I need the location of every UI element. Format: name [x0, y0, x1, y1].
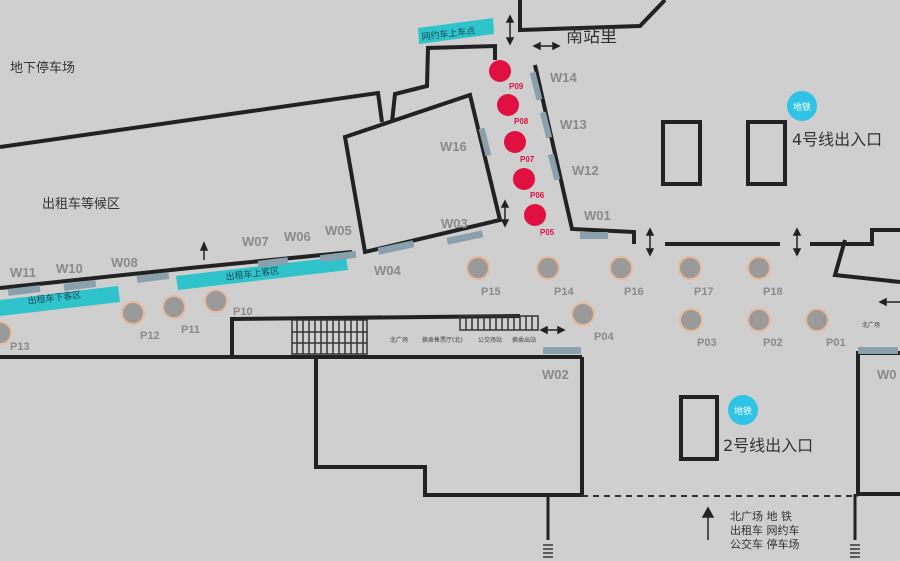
pillar-label: P02 [763, 337, 783, 349]
red-pillar-label: P08 [514, 117, 529, 126]
pillar-label: P18 [763, 286, 783, 298]
gate-label: W13 [560, 117, 587, 132]
pillar-label: P12 [140, 330, 160, 342]
red-pillar-label: P06 [530, 191, 545, 200]
ride-hailing-pickup-zone [418, 18, 494, 44]
sign-north-plaza-east: 北广场 [862, 321, 880, 329]
sign-transfer-ticket-hall: 换乘售票厅(北) [422, 336, 463, 344]
red-pillar-label: P07 [520, 155, 535, 164]
gate-label: W03 [441, 216, 468, 231]
pillar-label: P10 [233, 306, 253, 318]
subway-badge-line2 [728, 395, 758, 425]
gate-label: W02 [542, 367, 569, 382]
gate-label: W16 [440, 139, 467, 154]
taxi-dropoff-zone [0, 286, 120, 316]
walls [0, 0, 900, 497]
gate-label: W08 [111, 255, 138, 270]
sign-north-plaza: 北广场 [390, 336, 408, 344]
subway-badge-text-line2: 地铁 [734, 405, 752, 417]
pillar-label: P04 [594, 331, 614, 343]
flow-arrows [199, 14, 900, 540]
entry-lines [546, 494, 857, 540]
gate-label: W04 [374, 263, 402, 278]
gate-label: W11 [10, 265, 36, 280]
directory-row3: 公交车 停车场 [730, 537, 800, 551]
red-pillars [489, 60, 546, 226]
entry-stripes [543, 544, 860, 558]
sign-bus-station: 公交场站 [478, 336, 502, 344]
pillar-label: P01 [826, 337, 846, 349]
subway-badge-text-line4: 地铁 [793, 101, 811, 113]
gate-label: W01 [584, 208, 611, 223]
pillar-label: P17 [694, 286, 714, 298]
pillar-label: P13 [10, 341, 30, 353]
teal-zones [0, 18, 494, 316]
label-nanzhanli: 南站里 [566, 27, 617, 47]
red-pillar-label: P09 [509, 82, 524, 91]
red-pillar-label: P05 [540, 228, 555, 237]
label-taxi-waiting: 出租车等候区 [42, 196, 120, 212]
pillar-label: P11 [181, 324, 200, 336]
gate-label: W06 [284, 229, 311, 244]
gate-label: W14 [550, 70, 578, 85]
directory-row1: 北广场 地 铁 [730, 509, 792, 523]
subway-badge-line4 [787, 91, 817, 121]
turnstiles [291, 315, 539, 355]
grey-pillars [0, 256, 829, 345]
gate-label: W0 [877, 367, 897, 382]
pillar-label: P15 [481, 286, 501, 298]
gate-label: W10 [56, 261, 83, 276]
gates [7, 71, 898, 354]
label-underground-parking: 地下停车场 [10, 60, 75, 76]
gate-label: W12 [572, 163, 599, 178]
sign-transfer-exit: 换乘出站 [512, 336, 536, 344]
directory-row2: 出租车 网约车 [730, 523, 800, 537]
gate-label: W07 [242, 234, 269, 249]
pillar-label: P14 [554, 286, 574, 298]
pillar-label: P16 [624, 286, 644, 298]
label-line2-entrance: 2号线出入口 [723, 436, 813, 455]
pillar-label: P03 [697, 337, 717, 349]
taxi-pickup-zone [176, 256, 348, 290]
gate-label: W05 [325, 223, 352, 238]
label-line4-entrance: 4号线出入口 [792, 130, 882, 149]
